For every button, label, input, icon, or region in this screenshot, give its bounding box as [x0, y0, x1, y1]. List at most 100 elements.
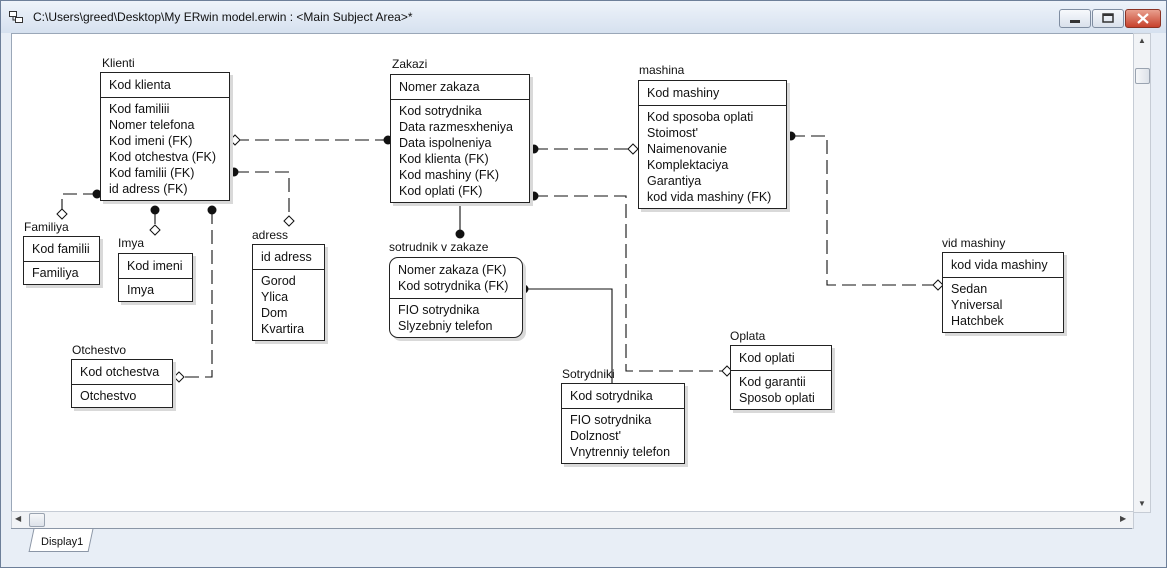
entity-title: mashina: [639, 63, 685, 77]
rel-klienti-familiya: [61, 193, 97, 212]
entity-vid-mashiny[interactable]: kod vida mashiny Sedan Yniversal Hatchbe…: [942, 252, 1064, 333]
entity-title: Familiya: [24, 220, 69, 234]
attribute: Vnytrenniy telefon: [570, 445, 671, 459]
entity-key: id adress: [253, 245, 324, 270]
key-attribute: id adress: [261, 250, 312, 264]
attribute: id adress (FK): [109, 182, 188, 196]
rel-end-dot: [529, 191, 539, 201]
entity-mashina[interactable]: Kod mashiny Kod sposoba oplati Stoimost'…: [638, 80, 787, 209]
rel-end-dot: [150, 205, 160, 215]
minimize-button[interactable]: [1059, 9, 1091, 28]
scroll-left-icon[interactable]: ◀: [15, 514, 22, 523]
key-attribute: Kod sotrydnika: [570, 389, 653, 403]
tab-display1-label[interactable]: Display1: [41, 536, 84, 548]
entity-key: Kod imeni: [119, 254, 192, 279]
rel-diamond: [149, 224, 161, 236]
entity-otchestvo[interactable]: Kod otchestva Otchestvo: [71, 359, 173, 408]
attribute: Kod familiii: [109, 102, 170, 116]
attribute: Komplektaciya: [647, 158, 729, 172]
entity-key: Kod familii: [24, 237, 99, 262]
diagram-canvas[interactable]: Klienti Kod klienta Kod familiii Nomer t…: [11, 33, 1134, 513]
attribute: Imya: [127, 283, 155, 297]
tab-strip-border: [11, 528, 1132, 529]
attribute: Ylica: [261, 290, 289, 304]
attribute: Kod mashiny (FK): [399, 168, 500, 182]
entity-zakazi[interactable]: Nomer zakaza Kod sotrydnika Data razmesx…: [390, 74, 530, 203]
entity-key: Kod sotrydnika: [562, 384, 684, 409]
entity-key: Kod otchestva: [72, 360, 172, 385]
attribute: kod vida mashiny (FK): [647, 190, 772, 204]
attribute: Familiya: [32, 266, 79, 280]
vertical-scrollbar[interactable]: ▲ ▼: [1133, 33, 1151, 513]
rel-end-dot: [92, 189, 102, 199]
scroll-down-icon[interactable]: ▼: [1138, 499, 1146, 508]
entity-title: Sotrydniki: [562, 367, 615, 381]
entity-key: Kod oplati: [731, 346, 831, 371]
entity-title: vid mashiny: [942, 236, 1006, 250]
entity-title: sotrudnik v zakaze: [389, 240, 489, 254]
entity-attributes: FIO sotrydnika Dolznost' Vnytrenniy tele…: [562, 409, 684, 463]
entity-attributes: Kod familiii Nomer telefona Kod imeni (F…: [101, 98, 229, 200]
entity-attributes: Imya: [119, 279, 192, 301]
rel-diamond: [283, 215, 295, 227]
rel-diamond: [229, 134, 241, 146]
entity-title: adress: [252, 228, 289, 242]
attribute: Kvartira: [261, 322, 305, 336]
attribute: FIO sotrydnika: [398, 303, 480, 317]
entity-title: Oplata: [730, 329, 766, 343]
entity-attributes: Gorod Ylica Dom Kvartira: [253, 270, 324, 340]
entity-sotrydniki[interactable]: Kod sotrydnika FIO sotrydnika Dolznost' …: [561, 383, 685, 464]
key-attribute: Kod imeni: [127, 259, 183, 273]
key-attribute: Nomer zakaza: [399, 80, 480, 94]
attribute: Gorod: [261, 274, 296, 288]
attribute: Slyzebniy telefon: [398, 319, 493, 333]
attribute: Nomer telefona: [109, 118, 195, 132]
key-attribute: Kod familii: [32, 242, 90, 256]
rel-klienti-adress: [235, 171, 290, 219]
key-attribute: Kod sotrydnika (FK): [398, 279, 509, 293]
entity-key: Nomer zakaza: [391, 75, 529, 100]
window-title: C:\Users\greed\Desktop\My ERwin model.er…: [33, 10, 413, 24]
rel-end-dot: [786, 131, 796, 141]
key-attribute: Kod klienta: [109, 78, 171, 92]
scroll-up-icon[interactable]: ▲: [1138, 36, 1146, 45]
entity-attributes: Kod sposoba oplati Stoimost' Naimenovani…: [639, 106, 786, 208]
entity-oplata[interactable]: Kod oplati Kod garantii Sposob oplati: [730, 345, 832, 410]
horizontal-scrollbar[interactable]: ◀ ▶: [11, 511, 1134, 529]
rel-end-dot: [229, 167, 239, 177]
rel-zakazi-oplata: [534, 195, 727, 372]
rel-diamond: [932, 279, 944, 291]
attribute: Stoimost': [647, 126, 699, 140]
rel-diamond: [627, 143, 639, 155]
vertical-scroll-thumb[interactable]: [1135, 68, 1150, 84]
attribute: Kod oplati (FK): [399, 184, 483, 198]
attribute: Kod klienta (FK): [399, 152, 489, 166]
attribute: Garantiya: [647, 174, 702, 188]
close-icon: [1137, 13, 1149, 24]
attribute: Dom: [261, 306, 288, 320]
entity-attributes: Kod sotrydnika Data razmesxheniya Data i…: [391, 100, 529, 202]
attribute: Kod garantii: [739, 375, 806, 389]
title-bar[interactable]: C:\Users\greed\Desktop\My ERwin model.er…: [1, 1, 1166, 33]
key-attribute: kod vida mashiny: [951, 258, 1048, 272]
attribute: Kod sposoba oplati: [647, 110, 754, 124]
attribute: Hatchbek: [951, 314, 1004, 328]
scroll-right-icon[interactable]: ▶: [1120, 514, 1127, 523]
entity-attributes: Sedan Yniversal Hatchbek: [943, 278, 1063, 332]
entity-imya[interactable]: Kod imeni Imya: [118, 253, 193, 302]
rel-end-dot: [455, 229, 465, 239]
entity-familiya[interactable]: Kod familii Familiya: [23, 236, 100, 285]
entity-adress[interactable]: id adress Gorod Ylica Dom Kvartira: [252, 244, 325, 341]
attribute: Kod familii (FK): [109, 166, 195, 180]
rel-end-dot: [207, 205, 217, 215]
diagram-window-icon: [9, 11, 23, 23]
entity-klienti[interactable]: Kod klienta Kod familiii Nomer telefona …: [100, 72, 230, 201]
maximize-button[interactable]: [1092, 9, 1124, 28]
restore-icon: [1102, 13, 1114, 23]
entity-sotrudnik-v-zakaze[interactable]: Nomer zakaza (FK) Kod sotrydnika (FK) FI…: [389, 257, 523, 338]
horizontal-scroll-thumb[interactable]: [29, 513, 45, 527]
key-attribute: Nomer zakaza (FK): [398, 263, 507, 277]
close-button[interactable]: [1125, 9, 1161, 28]
entity-attributes: Kod garantii Sposob oplati: [731, 371, 831, 409]
